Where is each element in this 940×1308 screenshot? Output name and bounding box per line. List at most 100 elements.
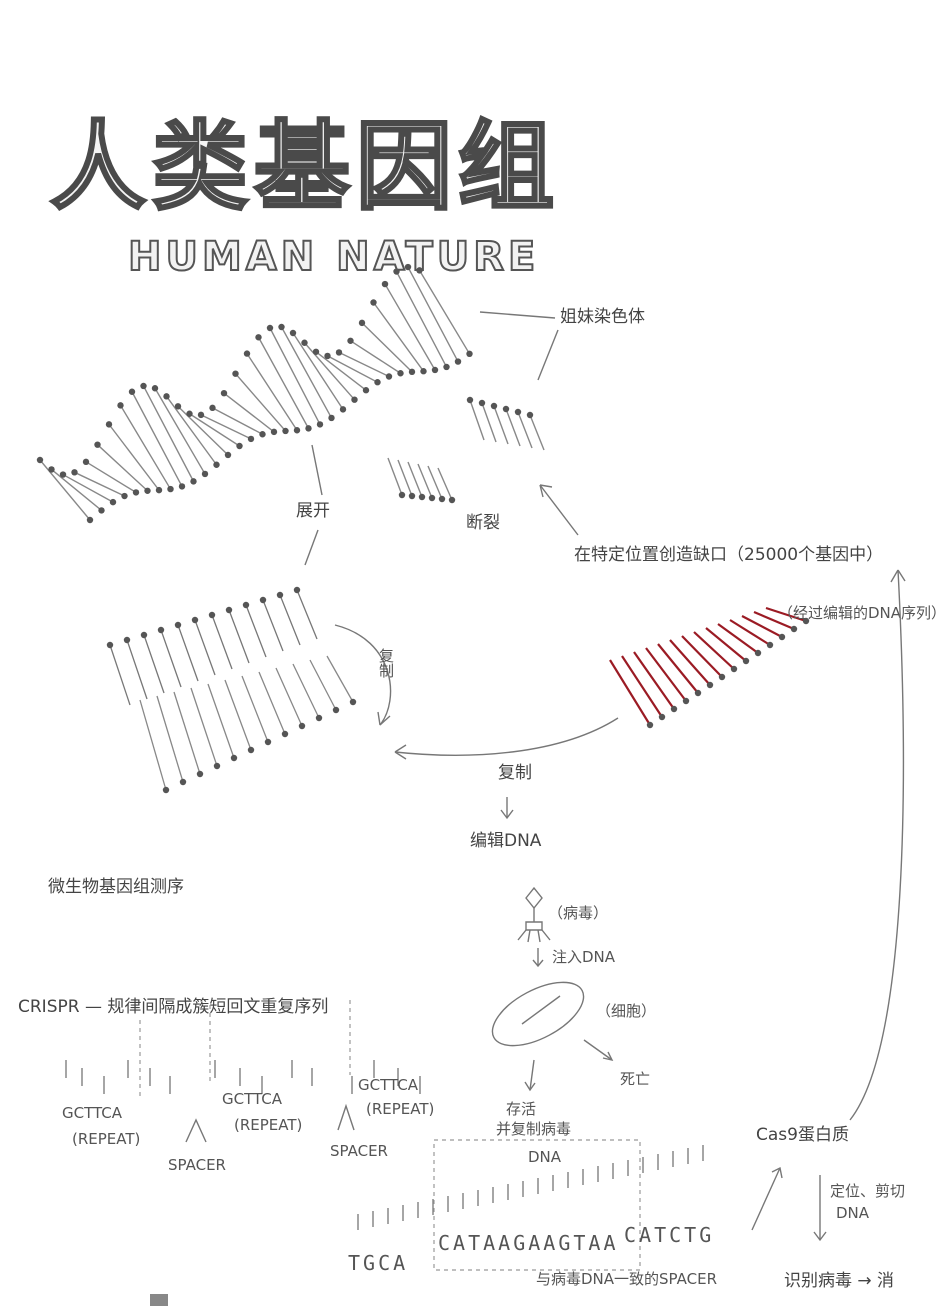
arrowhead bbox=[532, 959, 544, 968]
strand-node bbox=[514, 408, 522, 416]
strand-rung bbox=[258, 671, 286, 735]
strand-node bbox=[397, 370, 404, 377]
label-dna: DNA bbox=[528, 1148, 562, 1166]
strand-rung bbox=[62, 473, 114, 503]
strand-rung bbox=[326, 655, 354, 703]
strand-node bbox=[301, 339, 308, 346]
arrow-line bbox=[304, 529, 319, 566]
strand-rung bbox=[119, 405, 172, 490]
strand-rung bbox=[126, 639, 148, 700]
label-replicate-vertical: 复制 bbox=[377, 647, 395, 678]
strand-node bbox=[706, 681, 714, 689]
strand-rung bbox=[173, 691, 201, 775]
strand-node bbox=[766, 641, 774, 649]
strand-rung bbox=[681, 635, 723, 678]
strand-node bbox=[220, 389, 228, 397]
strand-node bbox=[94, 441, 101, 448]
dna-ladder bbox=[106, 586, 357, 794]
strand-node bbox=[349, 698, 357, 706]
strand-node bbox=[213, 762, 221, 770]
strand-node bbox=[278, 323, 285, 331]
strand-rung bbox=[517, 411, 533, 449]
strand-rung bbox=[361, 322, 413, 373]
dna-helix bbox=[36, 263, 473, 524]
strand-rung bbox=[241, 675, 269, 743]
strand-rung bbox=[190, 687, 218, 767]
arrow-line bbox=[529, 1059, 535, 1091]
strand-node bbox=[196, 770, 204, 778]
strand-rung bbox=[705, 627, 747, 662]
strand-rung bbox=[387, 457, 403, 496]
strand-rung bbox=[97, 444, 148, 492]
virus-dna-array bbox=[357, 1145, 704, 1230]
strand-rung bbox=[246, 353, 298, 431]
strand-node bbox=[259, 596, 267, 604]
strand-node bbox=[132, 489, 140, 496]
strand-node bbox=[105, 421, 113, 428]
strand-node bbox=[48, 466, 55, 473]
strand-node bbox=[197, 411, 205, 419]
strand-rung bbox=[309, 659, 337, 711]
strand-node bbox=[454, 358, 462, 365]
strand-rung bbox=[108, 423, 160, 491]
strand-rung bbox=[481, 402, 497, 443]
strand-node bbox=[109, 498, 117, 506]
strand-node bbox=[670, 705, 678, 713]
strand-node bbox=[381, 280, 389, 288]
strand-rung bbox=[633, 651, 675, 710]
label-leader bbox=[537, 329, 559, 381]
arrowhead bbox=[813, 1231, 827, 1242]
strand-node bbox=[478, 399, 486, 407]
arrowhead bbox=[524, 1081, 536, 1092]
strand-node bbox=[270, 428, 278, 436]
strand-node bbox=[179, 778, 187, 786]
strand-rung bbox=[729, 619, 771, 646]
strand-rung bbox=[657, 643, 699, 694]
strand-rung bbox=[275, 667, 303, 727]
strand-node bbox=[393, 268, 400, 275]
strand-node bbox=[293, 427, 301, 434]
strand-rung bbox=[257, 336, 310, 429]
arrow-line bbox=[583, 1039, 613, 1061]
strand-node bbox=[374, 379, 381, 386]
strand-node bbox=[264, 738, 272, 746]
strand-node bbox=[140, 631, 148, 639]
label-microbe-sequencing: 微生物基因组测序 bbox=[48, 877, 184, 897]
strand-node bbox=[443, 363, 450, 371]
edited-dna-strand bbox=[609, 606, 810, 729]
strand-node bbox=[121, 492, 128, 500]
strand-node bbox=[174, 621, 182, 629]
strand-node bbox=[232, 370, 239, 377]
title-chinese: 人类基因组 bbox=[50, 111, 560, 223]
strand-node bbox=[178, 483, 186, 490]
strand-rung bbox=[165, 395, 218, 466]
strand-node bbox=[466, 350, 473, 358]
strand-node bbox=[742, 657, 750, 665]
strand-node bbox=[335, 349, 343, 356]
strand-rung bbox=[384, 283, 436, 371]
strand-node bbox=[802, 617, 810, 625]
spacer-caret bbox=[337, 1103, 355, 1131]
strand-rung bbox=[143, 634, 165, 694]
strand-node bbox=[209, 404, 216, 412]
strand-node bbox=[490, 402, 498, 410]
strand-node bbox=[298, 722, 306, 730]
strand-node bbox=[466, 396, 474, 404]
arrowhead bbox=[500, 809, 514, 820]
strand-node bbox=[404, 263, 412, 271]
label-leader bbox=[479, 311, 556, 319]
arrowhead bbox=[539, 484, 553, 498]
strand-node bbox=[98, 507, 105, 514]
strand-rung bbox=[315, 351, 367, 391]
strand-node bbox=[398, 491, 406, 499]
scan-mark bbox=[150, 1294, 168, 1306]
strand-rung bbox=[338, 351, 390, 378]
strand-rung bbox=[296, 589, 318, 640]
strand-rung bbox=[609, 659, 651, 726]
strand-node bbox=[190, 478, 197, 485]
strand-rung bbox=[669, 639, 711, 686]
strand-rung bbox=[245, 604, 267, 658]
strand-node bbox=[174, 403, 182, 410]
strand-node bbox=[418, 493, 426, 501]
